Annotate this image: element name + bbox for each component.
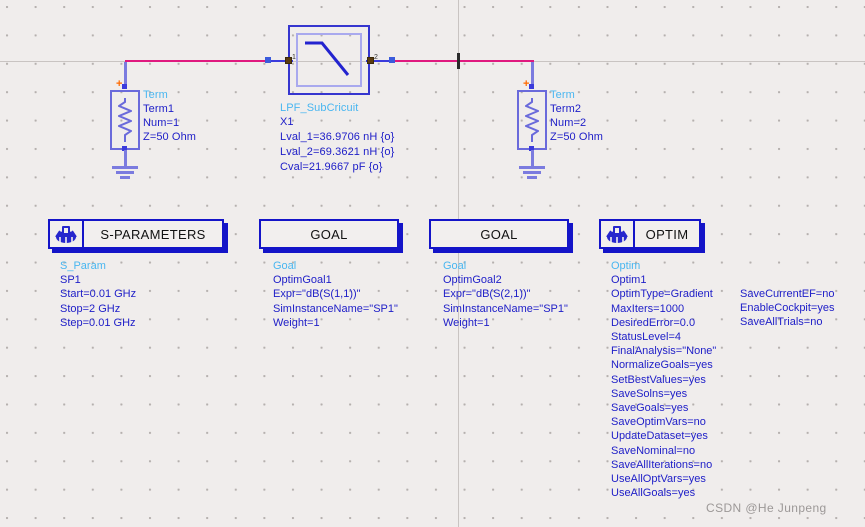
- goal1-row-instance: OptimGoal1: [273, 274, 332, 287]
- subcircuit-param-cval: Cval=21.9667 pF {o}: [280, 161, 383, 173]
- optim-row-statuslevel: StatusLevel=4: [611, 331, 682, 344]
- lowpass-response-curve-icon: [305, 41, 350, 76]
- optim-row-savealltrials: SaveAllTrials=no: [740, 316, 823, 329]
- optim-row-savesolns: SaveSolns=yes: [611, 387, 688, 400]
- simulation-controller-icon: [50, 221, 84, 247]
- term2-top-lead: [531, 62, 534, 86]
- subcircuit-name-label: LPF_SubCricuit: [280, 102, 359, 114]
- optim-row-saveoptimvars: SaveOptimVars=no: [611, 416, 706, 429]
- optim-row-updatedataset: UpdateDataset=yes: [611, 430, 708, 443]
- goal2-row-siminstance: SimInstanceName="SP1": [443, 302, 568, 315]
- sparam-row-instance: SP1: [60, 274, 81, 287]
- term2-instance-label: Term2: [550, 103, 582, 115]
- term2-ground-symbol: [517, 166, 547, 182]
- optim-row-enablecockpit: EnableCockpit=yes: [740, 302, 835, 315]
- wire-subcircuit-left-lead[interactable]: [267, 60, 293, 62]
- subcircuit-port-2[interactable]: [367, 57, 374, 64]
- term1-polarity-plus: +: [116, 78, 123, 90]
- optim-row-normalizegoals: NormalizeGoals=yes: [611, 359, 713, 372]
- term2-num-label: Num=2: [550, 117, 587, 129]
- sparameters-title: S-PARAMETERS: [100, 226, 206, 242]
- term2-impedance-label: Z=50 Ohm: [550, 131, 604, 143]
- term1-top-lead: [124, 62, 127, 86]
- optim-row-desirederror: DesiredError=0.0: [611, 316, 696, 329]
- term1-bottom-pin: [122, 146, 127, 151]
- goal2-block[interactable]: GOAL: [429, 219, 569, 249]
- goal2-row-type: Goal: [443, 260, 467, 272]
- term2-resistor-icon: [525, 98, 539, 142]
- term1-impedance-label: Z=50 Ohm: [143, 131, 197, 143]
- goal1-params: Goal OptimGoal1 Expr="dB(S(1,1))" SimIns…: [273, 259, 398, 330]
- goal1-row-weight: Weight=1: [273, 316, 320, 329]
- subcircuit-port-1[interactable]: [285, 57, 292, 64]
- term1-type-label: Term: [143, 89, 168, 101]
- optim-row-useallgoals: UseAllGoals=yes: [611, 487, 696, 500]
- sparameters-params: S_Param SP1 Start=0.01 GHz Stop=2 GHz St…: [60, 259, 136, 330]
- optim-row-type: Optim: [611, 260, 641, 272]
- optim-row-savegoals: SaveGoals=yes: [611, 402, 689, 415]
- term1-instance-label: Term1: [143, 103, 175, 115]
- term2-bottom-pin: [529, 146, 534, 151]
- subcircuit-param-lval2: Lval_2=69.3621 nH {o}: [280, 146, 395, 158]
- optim-title: OPTIM: [645, 226, 689, 242]
- optim-row-maxiters: MaxIters=1000: [611, 302, 685, 315]
- goal2-title: GOAL: [480, 226, 518, 242]
- term1-ground-symbol: [110, 166, 140, 182]
- goal1-row-type: Goal: [273, 260, 297, 272]
- subcircuit-inner-box: [296, 33, 362, 87]
- goal1-row-expr: Expr="dB(S(1,1))": [273, 288, 361, 301]
- term1-num-label: Num=1: [143, 117, 180, 129]
- optim-row-savenominal: SaveNominal=no: [611, 444, 696, 457]
- term2-top-pin: [529, 84, 534, 89]
- subcircuit-port-1-number: 1: [292, 54, 296, 61]
- goal2-row-expr: Expr="dB(S(2,1))": [443, 288, 531, 301]
- term2-bottom-lead: [531, 150, 534, 168]
- goal2-row-instance: OptimGoal2: [443, 274, 502, 287]
- optim-row-useallopt: UseAllOptVars=yes: [611, 473, 706, 486]
- watermark-text: CSDN @He Junpeng: [706, 501, 827, 515]
- term2-type-label: Term: [550, 89, 575, 101]
- optim-row-optimtype: OptimType=Gradient: [611, 288, 713, 301]
- subcircuit-port-2-number: 2: [374, 54, 378, 61]
- pin-subcircuit-left[interactable]: [265, 57, 271, 63]
- goal1-title: GOAL: [310, 226, 348, 242]
- sparameters-controller-block[interactable]: S-PARAMETERS: [48, 219, 224, 249]
- optim-params-left: Optim Optim1 OptimType=Gradient MaxIters…: [611, 259, 716, 500]
- goal2-params: Goal OptimGoal2 Expr="dB(S(2,1))" SimIns…: [443, 259, 568, 330]
- sparam-row-step: Step=0.01 GHz: [60, 316, 136, 329]
- optimization-controller-icon: [601, 221, 635, 247]
- wire-right-horizontal[interactable]: [392, 60, 534, 62]
- node-marker: [457, 53, 460, 69]
- term1-bottom-lead: [124, 150, 127, 168]
- optim-row-finalanalysis: FinalAnalysis="None": [611, 345, 717, 358]
- optim-row-savecurrentef: SaveCurrentEF=no: [740, 288, 835, 300]
- sparam-row-start: Start=0.01 GHz: [60, 288, 137, 301]
- goal1-block[interactable]: GOAL: [259, 219, 399, 249]
- goal1-row-siminstance: SimInstanceName="SP1": [273, 302, 398, 315]
- pin-subcircuit-right[interactable]: [389, 57, 395, 63]
- optim-row-saveallIterations: SaveAllIterations=no: [611, 458, 713, 471]
- optim-controller-block[interactable]: OPTIM: [599, 219, 701, 249]
- term2-polarity-plus: +: [523, 78, 530, 90]
- term1-resistor-icon: [118, 98, 132, 142]
- optim-row-instance: Optim1: [611, 274, 647, 287]
- subcircuit-instance-label: X1: [280, 116, 294, 128]
- guide-line-vertical: [458, 0, 459, 527]
- subcircuit-param-lval1: Lval_1=36.9706 nH {o}: [280, 131, 395, 143]
- sparam-row-type: S_Param: [60, 260, 106, 272]
- optim-row-setbestvalues: SetBestValues=yes: [611, 373, 706, 386]
- term1-top-pin: [122, 84, 127, 89]
- sparam-row-stop: Stop=2 GHz: [60, 302, 121, 315]
- wire-left-horizontal[interactable]: [125, 60, 267, 62]
- goal2-row-weight: Weight=1: [443, 316, 490, 329]
- wire-subcircuit-right-lead[interactable]: [366, 60, 392, 62]
- optim-params-right: SaveCurrentEF=no EnableCockpit=yes SaveA…: [740, 287, 834, 330]
